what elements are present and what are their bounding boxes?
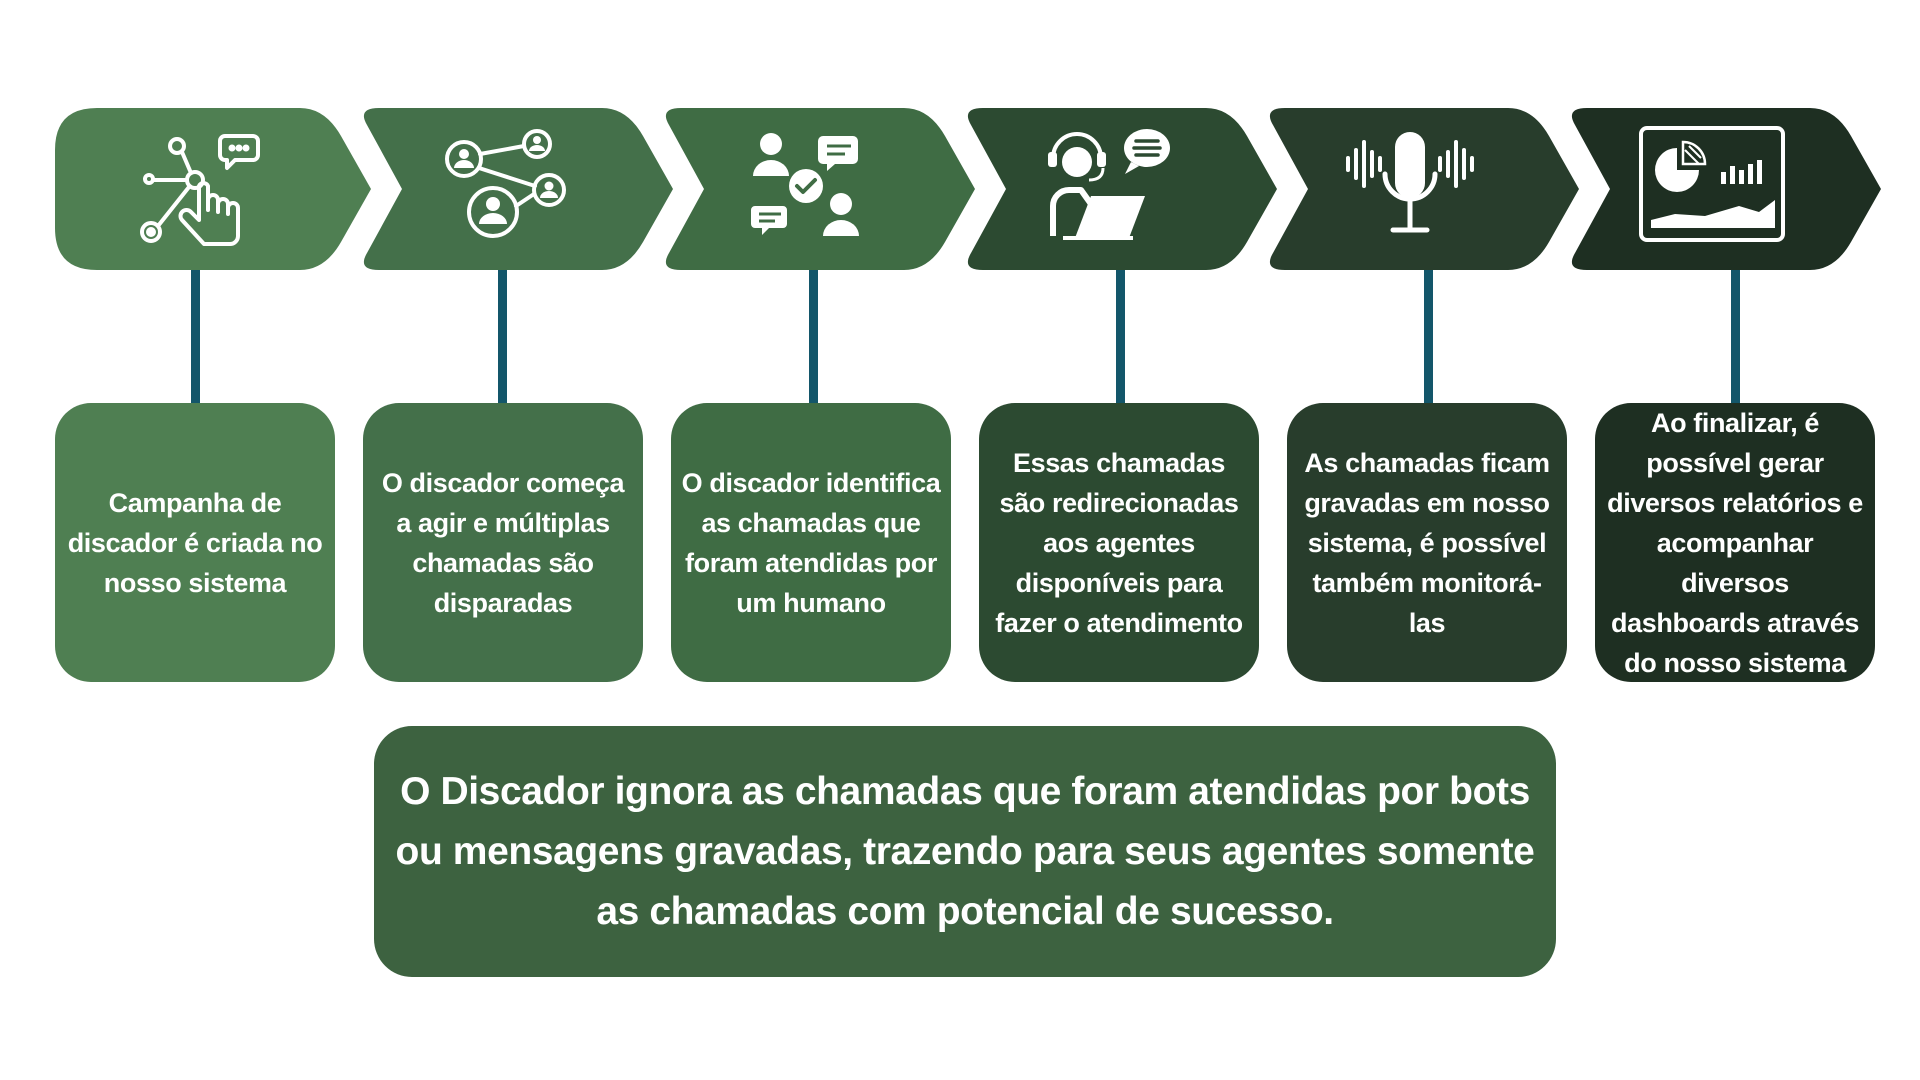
- step-2-card: O discador começa a agir e múltiplas cha…: [363, 403, 643, 682]
- step-5-chevron: [1263, 108, 1579, 270]
- step-6-connector: [1731, 270, 1740, 404]
- step-6-chevron: [1565, 108, 1881, 270]
- step-6-description: Ao finalizar, é possível gerar diversos …: [1607, 407, 1863, 678]
- chevron-shape: [55, 108, 371, 270]
- step-2-chevron: [357, 108, 673, 270]
- hand-pointer-network-icon: [140, 134, 260, 246]
- step-3-description: O discador identifica as chamadas que fo…: [681, 467, 941, 618]
- dashboard-report-icon: [1639, 126, 1785, 242]
- step-1-card: Campanha de discador é criada no nosso s…: [55, 403, 335, 682]
- headset-agent-laptop-icon: [1048, 129, 1170, 240]
- step-1-chevron: [55, 108, 371, 270]
- step-4-chevron: [961, 108, 1277, 270]
- step-4-description: Essas chamadas são redirecionadas aos ag…: [995, 447, 1243, 638]
- step-5-card: As chamadas ficam gravadas em nosso sist…: [1287, 403, 1567, 682]
- step-6-card: Ao finalizar, é possível gerar diversos …: [1595, 403, 1875, 682]
- step-4-card: Essas chamadas são redirecionadas aos ag…: [979, 403, 1259, 682]
- chevron-shape: [363, 108, 673, 270]
- summary-text: O Discador ignora as chamadas que foram …: [395, 769, 1535, 933]
- step-2-connector: [498, 270, 507, 404]
- step-4-connector: [1116, 270, 1125, 404]
- step-1-connector: [191, 270, 200, 404]
- step-3-card: O discador identifica as chamadas que fo…: [671, 403, 951, 682]
- chevron-shape: [1269, 108, 1579, 270]
- step-3-chevron: [659, 108, 975, 270]
- step-5-connector: [1424, 270, 1433, 404]
- step-1-description: Campanha de discador é criada no nosso s…: [67, 487, 323, 598]
- people-chat-check-icon: [751, 133, 859, 236]
- people-network-icon: [445, 129, 566, 238]
- step-3-connector: [809, 270, 818, 404]
- chevron-shape: [967, 108, 1277, 270]
- step-5-description: As chamadas ficam gravadas em nosso sist…: [1304, 447, 1550, 638]
- microphone-soundwave-icon: [1346, 132, 1474, 233]
- step-2-description: O discador começa a agir e múltiplas cha…: [381, 467, 625, 618]
- chevron-shape: [1571, 108, 1881, 270]
- summary-banner: O Discador ignora as chamadas que foram …: [374, 726, 1556, 977]
